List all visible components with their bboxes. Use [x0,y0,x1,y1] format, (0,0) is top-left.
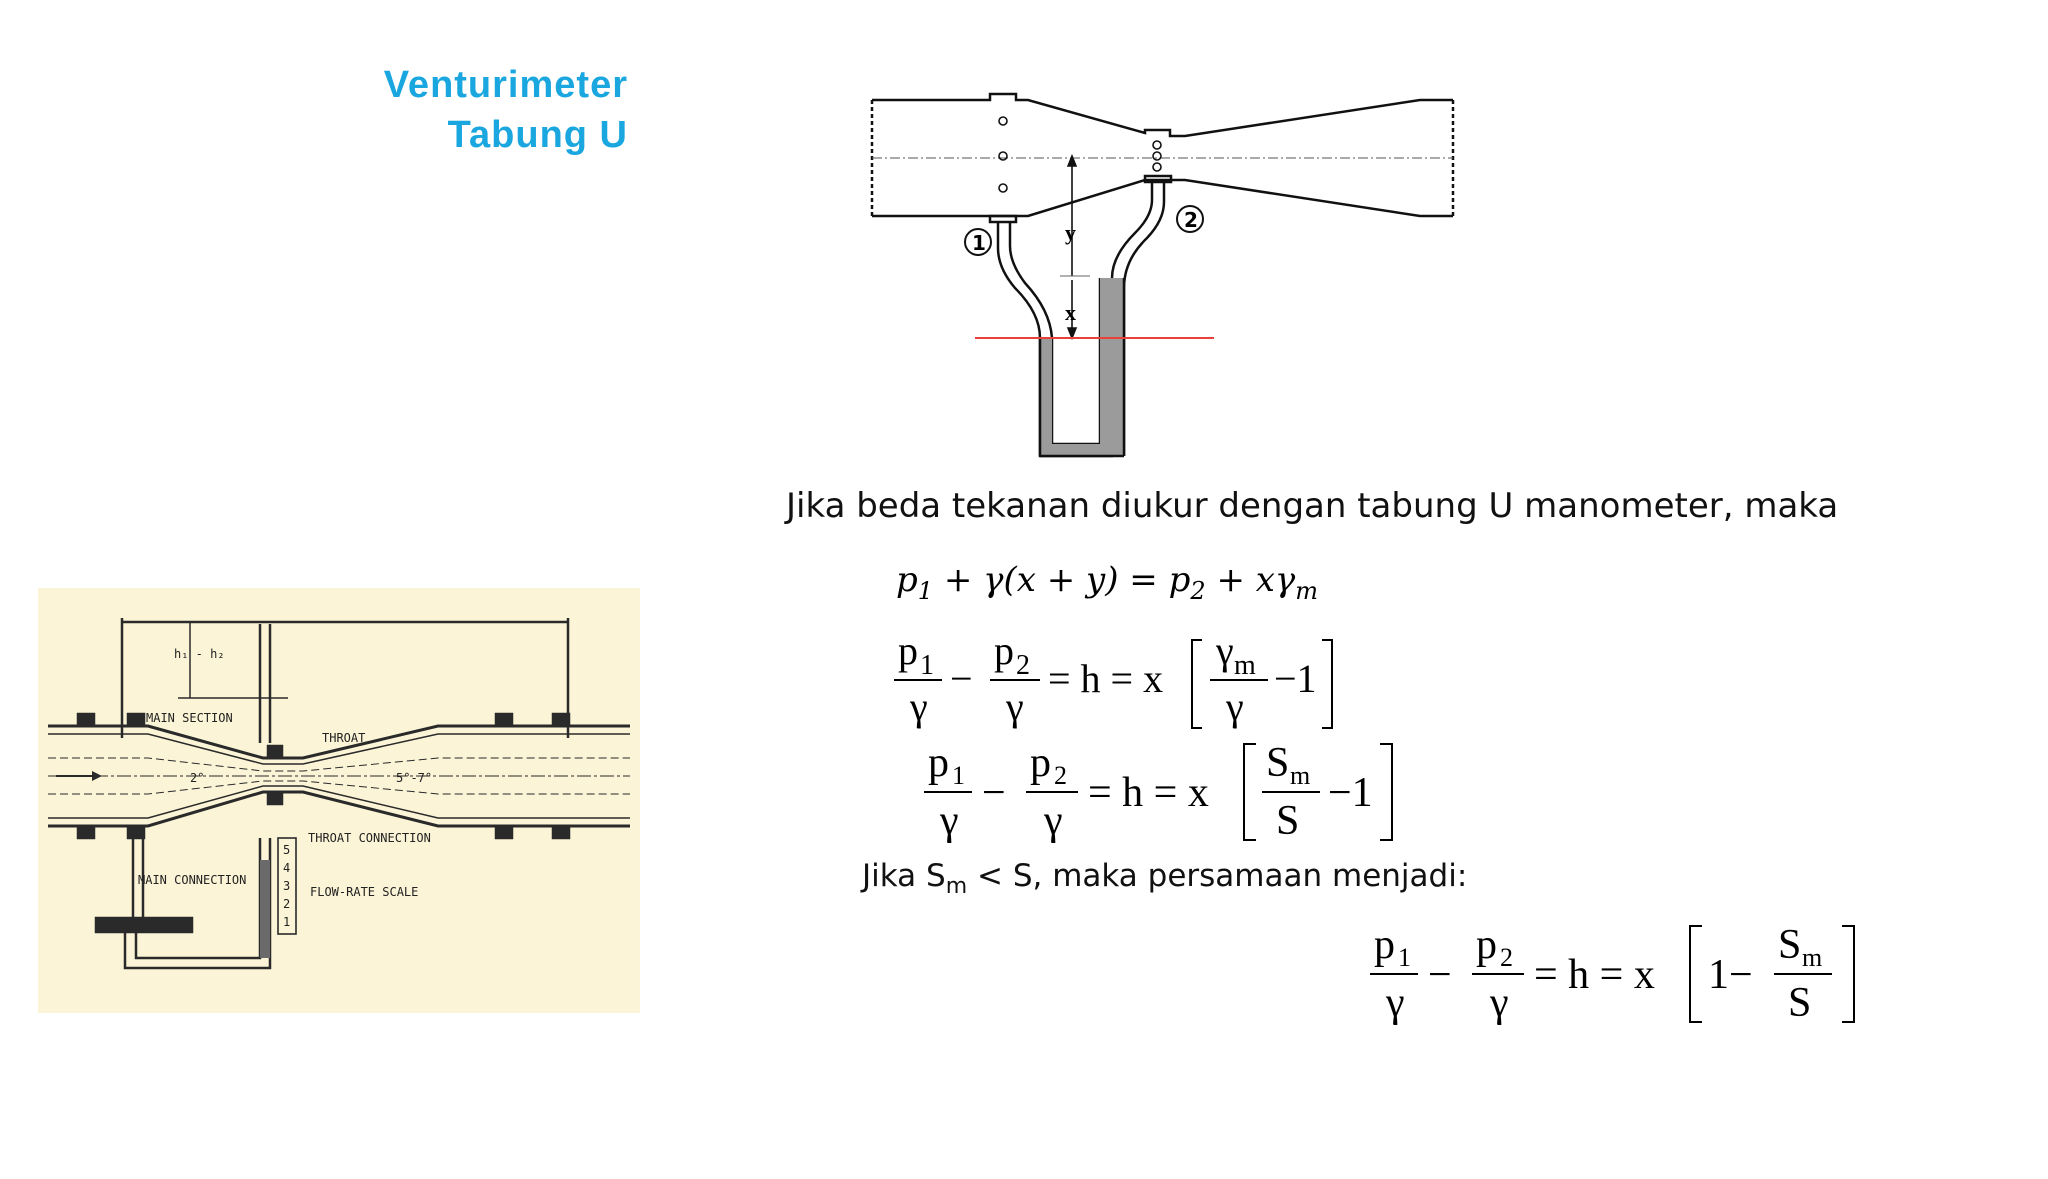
svg-text:γ: γ [1043,798,1063,844]
svg-text:γ: γ [1489,980,1509,1026]
scale-mark: 2 [283,897,290,911]
svg-text:−: − [982,770,1006,816]
svg-text:γ: γ [1215,628,1234,673]
svg-text:γ: γ [909,684,928,729]
angle-2-label: 2° [190,771,204,785]
label-x: x [1065,300,1076,325]
svg-text:γ: γ [939,798,959,844]
svg-text:−: − [1428,952,1452,998]
equation-1: p1 + γ(x + y) = p2 + xγm [896,560,1319,605]
flow-rate-scale-label: FLOW-RATE SCALE [310,885,418,899]
point-1-label: 1 [972,231,986,255]
angle-5-7-label: 5°-7° [396,771,432,785]
point-2-label: 2 [1184,208,1198,232]
main-section-label: MAIN SECTION [146,711,233,725]
svg-text:1−: 1− [1708,952,1753,998]
svg-text:m: m [1802,943,1822,972]
intro-text: Jika beda tekanan diukur dengan tabung U… [786,486,1839,526]
scale-mark: 5 [283,843,290,857]
scale-mark: 3 [283,879,290,893]
svg-text:= h = x: = h = x [1088,770,1209,816]
slide-title: Venturimeter Tabung U [384,60,628,160]
condition-text: Jika Sm < S, maka persamaan menjadi: [862,858,1468,900]
svg-text:−1: −1 [1328,770,1373,816]
svg-text:p: p [928,740,949,786]
svg-text:= h = x: = h = x [1048,656,1163,701]
svg-text:−: − [950,656,973,701]
main-connection-label: MAIN CONNECTION [138,873,246,887]
svg-text:p: p [1030,740,1051,786]
title-line-1: Venturimeter [383,64,628,106]
svg-text:p: p [1374,922,1395,968]
svg-text:S: S [1778,922,1801,968]
title-line-2: Tabung U [447,114,628,156]
svg-text:γ: γ [1385,980,1405,1026]
label-y: y [1065,220,1076,245]
svg-text:1: 1 [1398,943,1411,972]
svg-text:2: 2 [1016,650,1030,681]
svg-text:p: p [898,628,918,673]
svg-text:2: 2 [1500,943,1513,972]
svg-text:2: 2 [1054,761,1067,790]
svg-text:p: p [994,628,1014,673]
scale-mark: 1 [283,915,290,929]
svg-text:S: S [1276,798,1299,844]
h1-h2-label: h₁ - h₂ [174,647,225,661]
venturi-manometer-diagram: y x 1 2 [870,92,1455,458]
throat-connection-label: THROAT CONNECTION [308,831,431,845]
svg-text:S: S [1788,980,1811,1026]
svg-text:γ: γ [1005,684,1024,729]
svg-text:γ: γ [1225,684,1244,729]
svg-text:1: 1 [952,761,965,790]
svg-text:1: 1 [920,650,934,681]
svg-text:S: S [1266,740,1289,786]
svg-text:−1: −1 [1274,656,1317,701]
svg-text:= h = x: = h = x [1534,952,1655,998]
venturi-meter-technical-drawing: h₁ - h₂ MAIN SECTION THROAT THROAT CONNE… [38,588,640,1013]
svg-text:m: m [1234,650,1256,681]
throat-label: THROAT [322,731,365,745]
svg-text:m: m [1290,761,1310,790]
svg-text:p: p [1476,922,1497,968]
scale-mark: 4 [283,861,290,875]
